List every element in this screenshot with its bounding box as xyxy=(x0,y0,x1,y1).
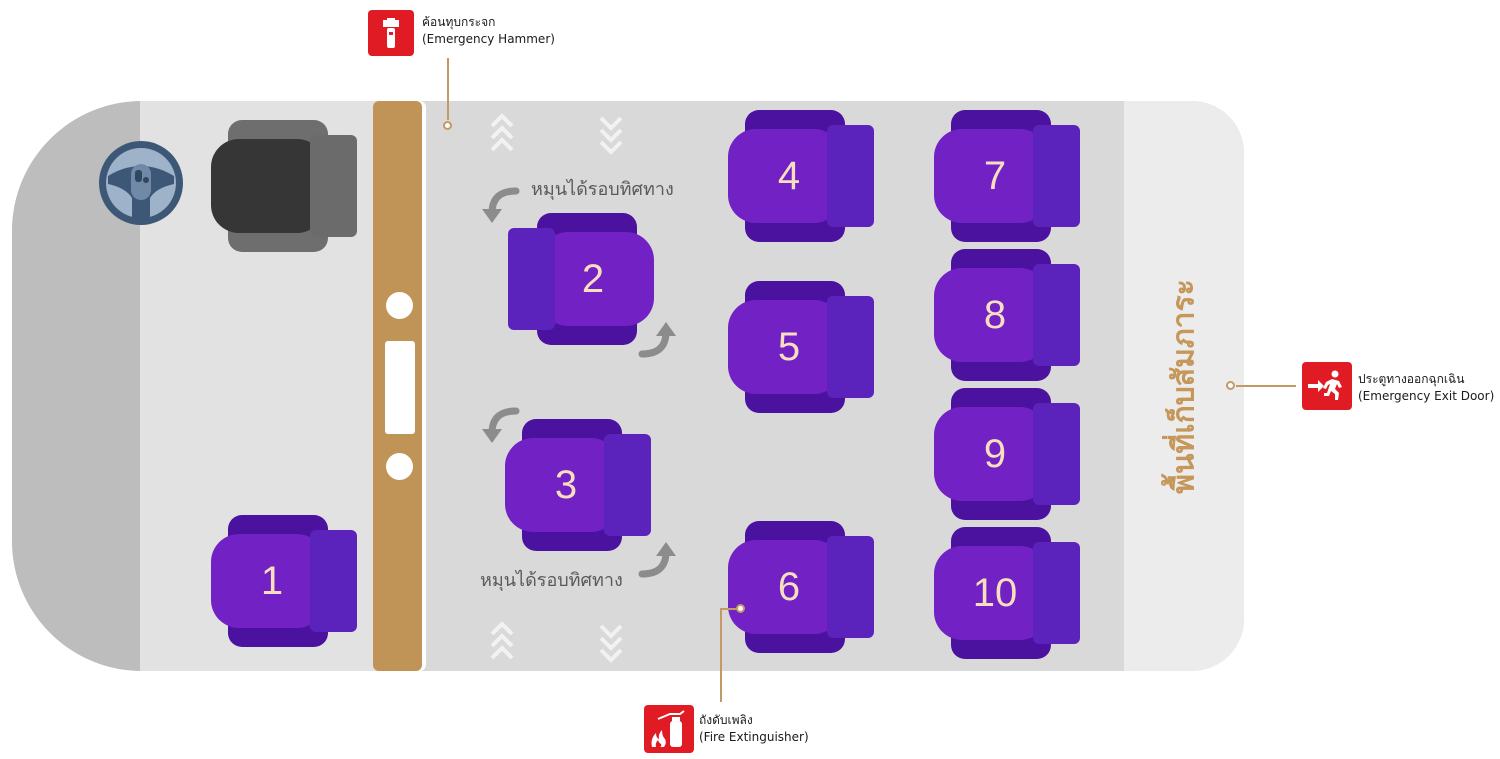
emergency-hammer-english: (Emergency Hammer) xyxy=(422,32,555,46)
emergency-hammer-label: ค้อนทุบกระจก (Emergency Hammer) xyxy=(422,14,555,48)
rotate-arrow-icon xyxy=(638,542,676,578)
emergency-exit-leader xyxy=(1236,385,1296,387)
emergency-exit-badge[interactable] xyxy=(1302,362,1352,410)
rotate-arrow-icon xyxy=(482,407,520,443)
partition-hole xyxy=(386,453,413,480)
seat-7[interactable]: 7 xyxy=(934,110,1080,242)
seat-number: 3 xyxy=(554,462,578,507)
seat-4[interactable]: 4 xyxy=(728,110,874,242)
seat-1[interactable]: 1 xyxy=(211,515,357,647)
rotate-label-bottom: หมุนได้รอบทิศทาง xyxy=(480,570,623,590)
seat-10[interactable]: 10 xyxy=(934,527,1080,659)
emergency-exit-icon xyxy=(1308,370,1342,400)
emergency-hammer-leader xyxy=(447,58,449,120)
seat-6[interactable]: 6 xyxy=(728,521,874,653)
seat-number: 1 xyxy=(260,558,284,603)
seat-5[interactable]: 5 xyxy=(728,281,874,413)
seat-number: 4 xyxy=(777,153,801,198)
rotate-label-top: หมุนได้รอบทิศทาง xyxy=(531,179,674,199)
cabin-partition xyxy=(373,101,426,671)
partition-window xyxy=(385,341,415,434)
seat-2[interactable]: 2 xyxy=(508,213,654,345)
fire-extinguisher-leader xyxy=(720,608,738,610)
emergency-hammer-badge[interactable] xyxy=(368,10,414,56)
seat-9[interactable]: 9 xyxy=(934,388,1080,520)
seat-number: 10 xyxy=(972,570,1018,615)
seat-number: 7 xyxy=(983,153,1007,198)
rotate-arrow-icon xyxy=(482,187,520,223)
chevron-down-icon xyxy=(599,116,623,155)
rotate-arrow-icon xyxy=(638,322,676,358)
chevron-up-icon xyxy=(490,113,514,152)
emergency-exit-marker[interactable] xyxy=(1226,381,1235,390)
seat-number: 9 xyxy=(983,431,1007,476)
fire-extinguisher-leader xyxy=(720,608,722,702)
fire-extinguisher-thai: ถังดับเพลิง xyxy=(699,713,753,727)
fire-extinguisher-icon xyxy=(651,710,685,747)
cargo-area xyxy=(1124,101,1244,671)
seat-number: 2 xyxy=(581,256,605,301)
partition-hole xyxy=(386,292,413,319)
chevron-up-icon xyxy=(490,621,514,660)
emergency-exit-thai: ประตูทางออกฉุกเฉิน xyxy=(1358,372,1465,386)
fire-extinguisher-english: (Fire Extinguisher) xyxy=(699,730,809,744)
emergency-hammer-icon xyxy=(383,18,399,48)
fire-extinguisher-label: ถังดับเพลิง (Fire Extinguisher) xyxy=(699,712,809,746)
emergency-hammer-thai: ค้อนทุบกระจก xyxy=(422,15,496,29)
seat-8[interactable]: 8 xyxy=(934,249,1080,381)
seat-3[interactable]: 3 xyxy=(505,419,651,551)
steering-wheel-icon xyxy=(99,141,183,225)
cargo-label: พื้นที่เก็บสัมภาระ xyxy=(1166,278,1202,494)
seat-number: 5 xyxy=(777,324,801,369)
emergency-hammer-marker[interactable] xyxy=(443,121,452,130)
emergency-exit-label: ประตูทางออกฉุกเฉิน (Emergency Exit Door) xyxy=(1358,371,1494,405)
fire-extinguisher-badge[interactable] xyxy=(644,705,694,753)
seat-number: 6 xyxy=(777,564,801,609)
seat-number: 8 xyxy=(983,292,1007,337)
emergency-exit-english: (Emergency Exit Door) xyxy=(1358,389,1495,403)
chevron-down-icon xyxy=(599,624,623,663)
driver-seat xyxy=(211,120,357,252)
